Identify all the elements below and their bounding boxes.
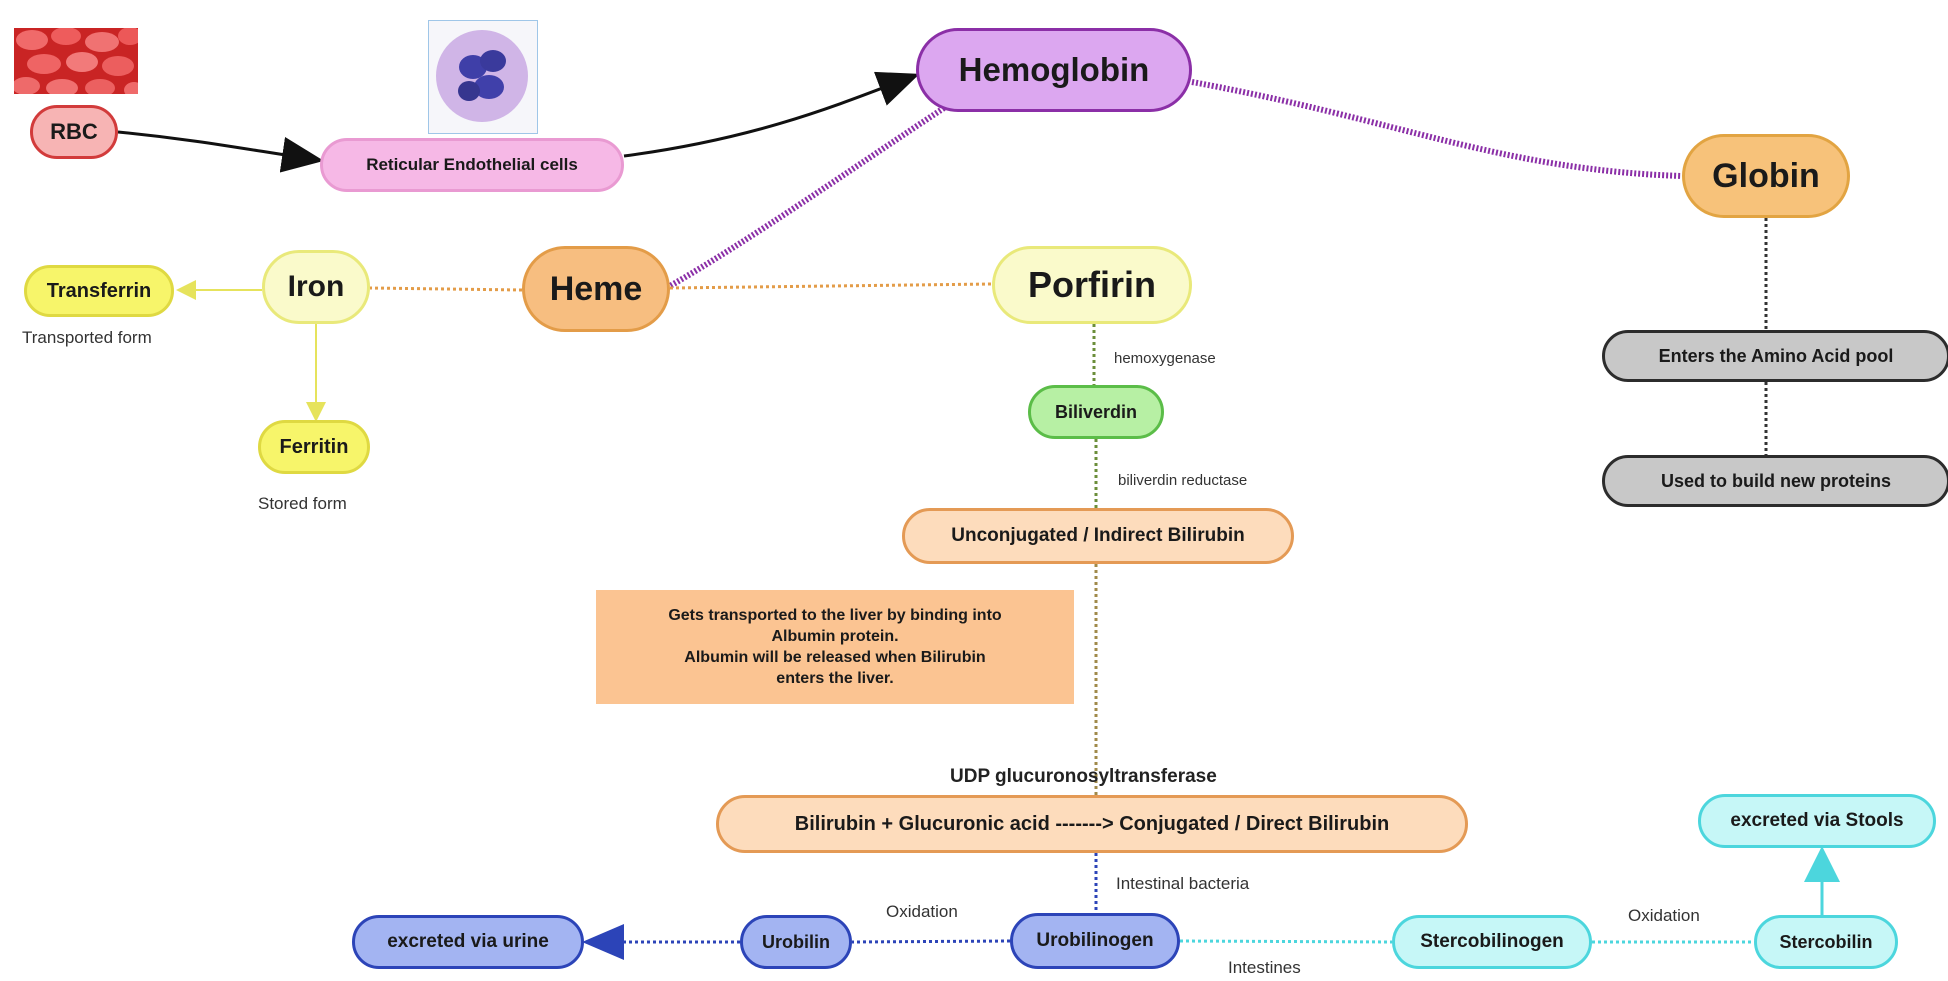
porfirin-node: Porfirin [992, 246, 1192, 324]
hemoglobin-to-globin-link [1191, 79, 1683, 179]
unconjugated-bilirubin-node: Unconjugated / Indirect Bilirubin [902, 508, 1294, 564]
excreted-via-stools-node: excreted via Stools [1698, 794, 1936, 848]
intestinal-bacteria-label: Intestinal bacteria [1116, 874, 1250, 893]
udp-glucuronosyltransferase-label: UDP glucuronosyltransferase [950, 766, 1217, 787]
new-proteins-node: Used to build new proteins [1602, 455, 1948, 507]
urobilinogen-node: Urobilinogen [1010, 913, 1180, 969]
hemoxygenase-label: hemoxygenase [1114, 350, 1216, 367]
biliverdin-node: Biliverdin [1028, 385, 1164, 439]
stored-form-label: Stored form [258, 494, 347, 513]
heme-to-iron-link [369, 286, 523, 292]
excreted-via-urine-node: excreted via urine [352, 915, 584, 969]
note-line-1: Gets transported to the liver by binding… [668, 607, 1002, 624]
conjugated-bilirubin-node: Bilirubin + Glucuronic acid -------> Con… [716, 795, 1468, 853]
amino-acid-pool-node: Enters the Amino Acid pool [1602, 330, 1948, 382]
rbc-node: RBC [30, 105, 118, 159]
rbc-to-reticular-arrow [117, 130, 324, 173]
note-line-3: Albumin will be released when Bilirubin [684, 649, 986, 666]
reticular-endothelial-cells-node: Reticular Endothelial cells [320, 138, 624, 192]
hemoglobin-to-heme-link [668, 105, 946, 289]
biliverdin-reductase-label: biliverdin reductase [1118, 472, 1248, 489]
white-blood-cell-image [428, 20, 538, 134]
ferritin-node: Ferritin [258, 420, 370, 474]
oxidation-left-label: Oxidation [886, 902, 958, 921]
stercobilinogen-node: Stercobilinogen [1392, 915, 1592, 969]
hemoglobin-node: Hemoglobin [916, 28, 1192, 112]
intestines-label: Intestines [1228, 958, 1301, 977]
heme-to-porfirin-link [669, 282, 993, 290]
globin-node: Globin [1682, 134, 1850, 218]
iron-node: Iron [262, 250, 370, 324]
oxidation-right-label: Oxidation [1628, 906, 1700, 925]
urobilin-node: Urobilin [740, 915, 852, 969]
urobilinogen-to-stercobilinogen-link [1179, 939, 1393, 944]
albumin-transport-note: Gets transported to the liver by binding… [596, 590, 1074, 704]
reticular-to-hemoglobin-arrow [623, 71, 920, 158]
urobilinogen-to-urobilin-link [851, 939, 1011, 944]
transferrin-node: Transferrin [24, 265, 174, 317]
red-blood-cells-image [14, 28, 138, 94]
note-line-4: enters the liver. [776, 670, 894, 687]
note-line-2: Albumin protein. [771, 628, 899, 645]
transported-form-label: Transported form [22, 328, 152, 347]
stercobilin-node: Stercobilin [1754, 915, 1898, 969]
heme-node: Heme [522, 246, 670, 332]
